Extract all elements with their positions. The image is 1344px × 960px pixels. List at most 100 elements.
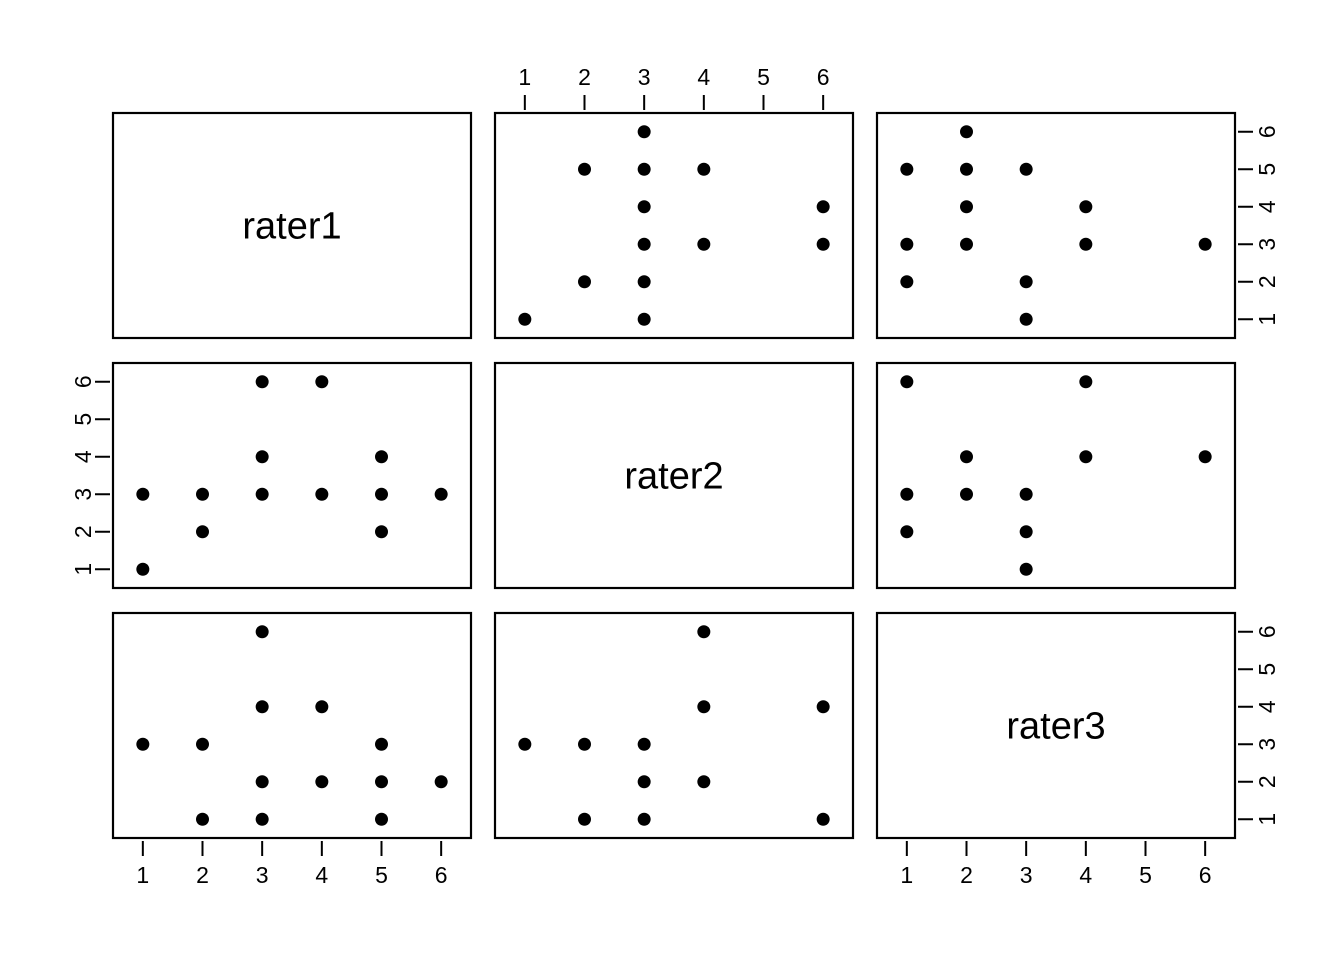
- right-axis-label-top-1: 1: [1254, 313, 1280, 326]
- data-point-rater1-3-rater2-6: [255, 375, 269, 389]
- data-point-rater1-4-rater3-2: [315, 775, 329, 789]
- data-point-rater3-3-rater2-3: [1019, 487, 1033, 501]
- data-point-rater1-2-rater3-3: [196, 737, 209, 751]
- top-axis-label-4: 4: [697, 64, 710, 90]
- right-axis-label-bottom-6: 6: [1254, 625, 1280, 638]
- data-point-rater2-3-rater3-2: [637, 775, 651, 789]
- data-point-rater1-4-rater3-4: [315, 700, 329, 714]
- data-point-rater3-3-rater2-2: [1019, 525, 1033, 539]
- left-axis-label-5: 5: [70, 413, 96, 426]
- data-point-rater3-1-rater2-6: [900, 375, 914, 389]
- data-point-rater3-2-rater1-6: [960, 125, 973, 139]
- bottom-axis-label-right-3: 3: [1020, 862, 1033, 888]
- bottom-axis-label-right-4: 4: [1079, 862, 1092, 888]
- data-point-rater1-6-rater3-2: [434, 775, 448, 789]
- data-point-rater3-3-rater1-2: [1019, 275, 1033, 289]
- right-axis-label-top-2: 2: [1254, 275, 1280, 288]
- top-axis-label-1: 1: [518, 64, 531, 90]
- data-point-rater3-6-rater1-3: [1198, 237, 1212, 251]
- data-point-rater3-1-rater2-3: [900, 487, 914, 501]
- data-point-rater1-2-rater2-3: [196, 487, 209, 501]
- left-axis-label-4: 4: [70, 450, 96, 463]
- panel-frame-r2c1: [493, 611, 855, 840]
- data-point-rater1-1-rater2-3: [136, 487, 150, 501]
- data-point-rater2-3-rater1-2: [637, 275, 651, 289]
- left-axis-label-6: 6: [70, 375, 96, 388]
- bottom-axis-label-left-5: 5: [375, 862, 388, 888]
- data-point-rater3-1-rater1-5: [900, 162, 914, 176]
- right-axis-label-top-4: 4: [1254, 200, 1280, 213]
- data-point-rater1-3-rater3-4: [255, 700, 269, 714]
- data-point-rater2-6-rater1-4: [816, 200, 830, 214]
- data-point-rater1-5-rater2-4: [375, 450, 388, 464]
- data-point-rater2-3-rater1-5: [637, 162, 651, 176]
- data-point-rater1-1-rater2-1: [136, 562, 150, 576]
- data-point-rater2-3-rater1-3: [637, 237, 651, 251]
- right-axis-label-bottom-3: 3: [1254, 738, 1280, 751]
- left-axis-label-3: 3: [70, 488, 96, 501]
- data-point-rater3-6-rater2-4: [1198, 450, 1212, 464]
- panel-frame-r1c0: [111, 361, 473, 590]
- data-point-rater2-4-rater3-4: [697, 700, 711, 714]
- data-point-rater1-3-rater2-3: [255, 487, 269, 501]
- panel-frame-r1c2: [875, 361, 1237, 590]
- right-axis-label-top-6: 6: [1254, 125, 1280, 138]
- data-point-rater3-3-rater1-5: [1019, 162, 1033, 176]
- data-point-rater1-5-rater2-2: [375, 525, 388, 539]
- data-point-rater2-3-rater1-6: [637, 125, 651, 139]
- right-axis-label-bottom-2: 2: [1254, 775, 1280, 788]
- bottom-axis-label-right-6: 6: [1199, 862, 1212, 888]
- bottom-axis-label-left-3: 3: [256, 862, 269, 888]
- top-axis-label-3: 3: [638, 64, 651, 90]
- data-point-rater1-2-rater3-1: [196, 812, 209, 826]
- data-point-rater1-6-rater2-3: [434, 487, 448, 501]
- data-point-rater3-2-rater1-3: [960, 237, 973, 251]
- data-point-rater2-6-rater1-3: [816, 237, 830, 251]
- panel-frame-r0c2: [875, 111, 1237, 340]
- panel-frame-r0c0: [111, 111, 473, 340]
- data-point-rater3-3-rater1-1: [1019, 312, 1033, 326]
- data-point-rater3-2-rater1-4: [960, 200, 973, 214]
- data-point-rater2-4-rater3-2: [697, 775, 711, 789]
- data-point-rater2-1-rater1-1: [518, 312, 532, 326]
- diagonal-label-rater3: rater3: [1006, 706, 1105, 748]
- data-point-rater1-5-rater2-3: [375, 487, 388, 501]
- data-point-rater3-2-rater1-5: [960, 162, 973, 176]
- bottom-axis-label-right-1: 1: [900, 862, 913, 888]
- left-axis-label-1: 1: [70, 563, 96, 576]
- panel-frame-r2c2: [875, 611, 1237, 840]
- data-point-rater3-4-rater1-4: [1079, 200, 1093, 214]
- data-point-rater1-3-rater3-1: [255, 812, 269, 826]
- bottom-axis-label-left-2: 2: [196, 862, 209, 888]
- right-axis-label-bottom-4: 4: [1254, 700, 1280, 713]
- data-point-rater3-1-rater1-2: [900, 275, 914, 289]
- left-axis-label-2: 2: [70, 525, 96, 538]
- data-point-rater1-3-rater3-2: [255, 775, 269, 789]
- data-point-rater2-4-rater3-6: [697, 625, 711, 639]
- bottom-axis-label-left-1: 1: [136, 862, 149, 888]
- data-point-rater2-4-rater1-3: [697, 237, 711, 251]
- data-point-rater3-1-rater1-3: [900, 237, 914, 251]
- data-point-rater2-4-rater1-5: [697, 162, 711, 176]
- data-point-rater1-5-rater3-3: [375, 737, 388, 751]
- data-point-rater1-4-rater2-3: [315, 487, 329, 501]
- data-point-rater2-2-rater3-1: [578, 812, 591, 826]
- data-point-rater2-3-rater3-3: [637, 737, 651, 751]
- data-point-rater2-6-rater3-4: [816, 700, 830, 714]
- panel-frame-r1c1: [493, 361, 855, 590]
- diagonal-label-rater2: rater2: [624, 456, 723, 498]
- data-point-rater2-1-rater3-3: [518, 737, 532, 751]
- bottom-axis-label-left-6: 6: [435, 862, 448, 888]
- bottom-axis-label-left-4: 4: [315, 862, 328, 888]
- data-point-rater2-2-rater1-5: [578, 162, 591, 176]
- panel-frame-r2c0: [111, 611, 473, 840]
- bottom-axis-label-right-5: 5: [1139, 862, 1152, 888]
- data-point-rater1-5-rater3-1: [375, 812, 388, 826]
- data-point-rater2-3-rater3-1: [637, 812, 651, 826]
- data-point-rater2-2-rater1-2: [578, 275, 591, 289]
- data-point-rater1-1-rater3-3: [136, 737, 150, 751]
- diagonal-label-rater1: rater1: [242, 206, 341, 248]
- data-point-rater3-2-rater2-3: [960, 487, 973, 501]
- data-point-rater3-4-rater2-6: [1079, 375, 1093, 389]
